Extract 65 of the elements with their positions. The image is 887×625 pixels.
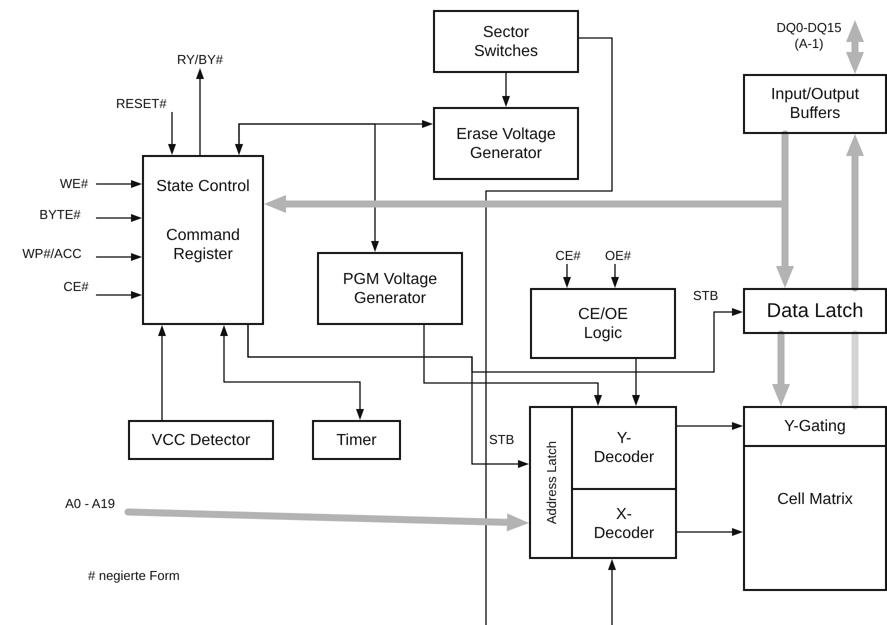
- signal-label: CE#: [548, 247, 588, 264]
- edge-label: STB: [692, 288, 720, 303]
- block-label: Address Latch: [542, 440, 560, 524]
- block-label: Data Latch: [766, 302, 864, 320]
- edge-label: STB: [488, 432, 516, 447]
- block-label: CE/OE Logic: [577, 304, 629, 342]
- block-box: [743, 445, 887, 591]
- signal-arrow: [502, 73, 510, 107]
- signal-label: CE#: [56, 278, 96, 295]
- block-box: [433, 107, 579, 180]
- block-label: VCC Detector: [152, 430, 250, 450]
- block-label: State Control: [156, 177, 250, 196]
- signal-arrow: [196, 68, 204, 155]
- block-box: [529, 406, 573, 559]
- signal-arrow: [235, 123, 379, 252]
- block-box: [142, 155, 264, 325]
- block-label: Y-Gating: [784, 417, 846, 436]
- signal-label: DQ0-DQ15 (A-1): [770, 20, 858, 54]
- block-label: Timer: [336, 430, 377, 450]
- block-label: PGM Voltage Generator: [342, 270, 438, 308]
- signal-arrow: [96, 253, 142, 261]
- block-label: Cell Matrix: [777, 490, 853, 508]
- signal-label: BYTE#: [24, 206, 96, 223]
- bus-arrow: [124, 508, 529, 532]
- bus-arrow: [846, 134, 864, 292]
- signal-arrow: [563, 264, 571, 288]
- signal-arrow: [96, 291, 142, 299]
- signal-label: A0 - A19: [52, 495, 128, 512]
- footnote: # negierte Form: [88, 568, 180, 583]
- block-label: Sector Switches: [472, 22, 540, 60]
- bus-arrow: [846, 20, 864, 74]
- block-box: [743, 406, 887, 447]
- signal-arrow: [168, 112, 176, 155]
- signal-label: RY/BY#: [170, 51, 230, 68]
- block-label: Input/Output Buffers: [770, 85, 860, 123]
- signal-arrow: [247, 308, 743, 373]
- signal-arrow: [608, 559, 616, 625]
- signal-arrow: [96, 214, 142, 222]
- block-label: Erase Voltage Generator: [455, 124, 557, 162]
- signal-arrow: [158, 325, 166, 420]
- signal-arrow: [677, 422, 743, 430]
- block-box: [128, 420, 274, 460]
- block-label: Y- Decoder: [592, 429, 656, 467]
- bus-arrow: [772, 330, 790, 406]
- block-box: [571, 488, 677, 559]
- bus-arrow: [776, 130, 794, 288]
- signal-label: OE#: [598, 247, 638, 264]
- signal-label: WP#/ACC: [8, 245, 96, 262]
- signal-arrow: [220, 325, 364, 420]
- block-label: Command Register: [165, 226, 241, 264]
- block-box: [743, 74, 887, 134]
- signal-arrow: [611, 264, 619, 288]
- block-box: [317, 252, 463, 325]
- signal-arrow: [632, 359, 640, 406]
- signal-label: RESET#: [116, 96, 174, 112]
- block-box: [433, 10, 579, 73]
- signal-arrow: [423, 325, 602, 406]
- block-box: [312, 420, 401, 460]
- block-box: [571, 406, 677, 490]
- signal-label: WE#: [52, 175, 96, 192]
- block-box: [530, 288, 676, 359]
- signal-arrow: [96, 180, 142, 188]
- block-label: X- Decoder: [592, 504, 656, 542]
- signal-arrow: [677, 528, 743, 536]
- block-box: [743, 288, 887, 334]
